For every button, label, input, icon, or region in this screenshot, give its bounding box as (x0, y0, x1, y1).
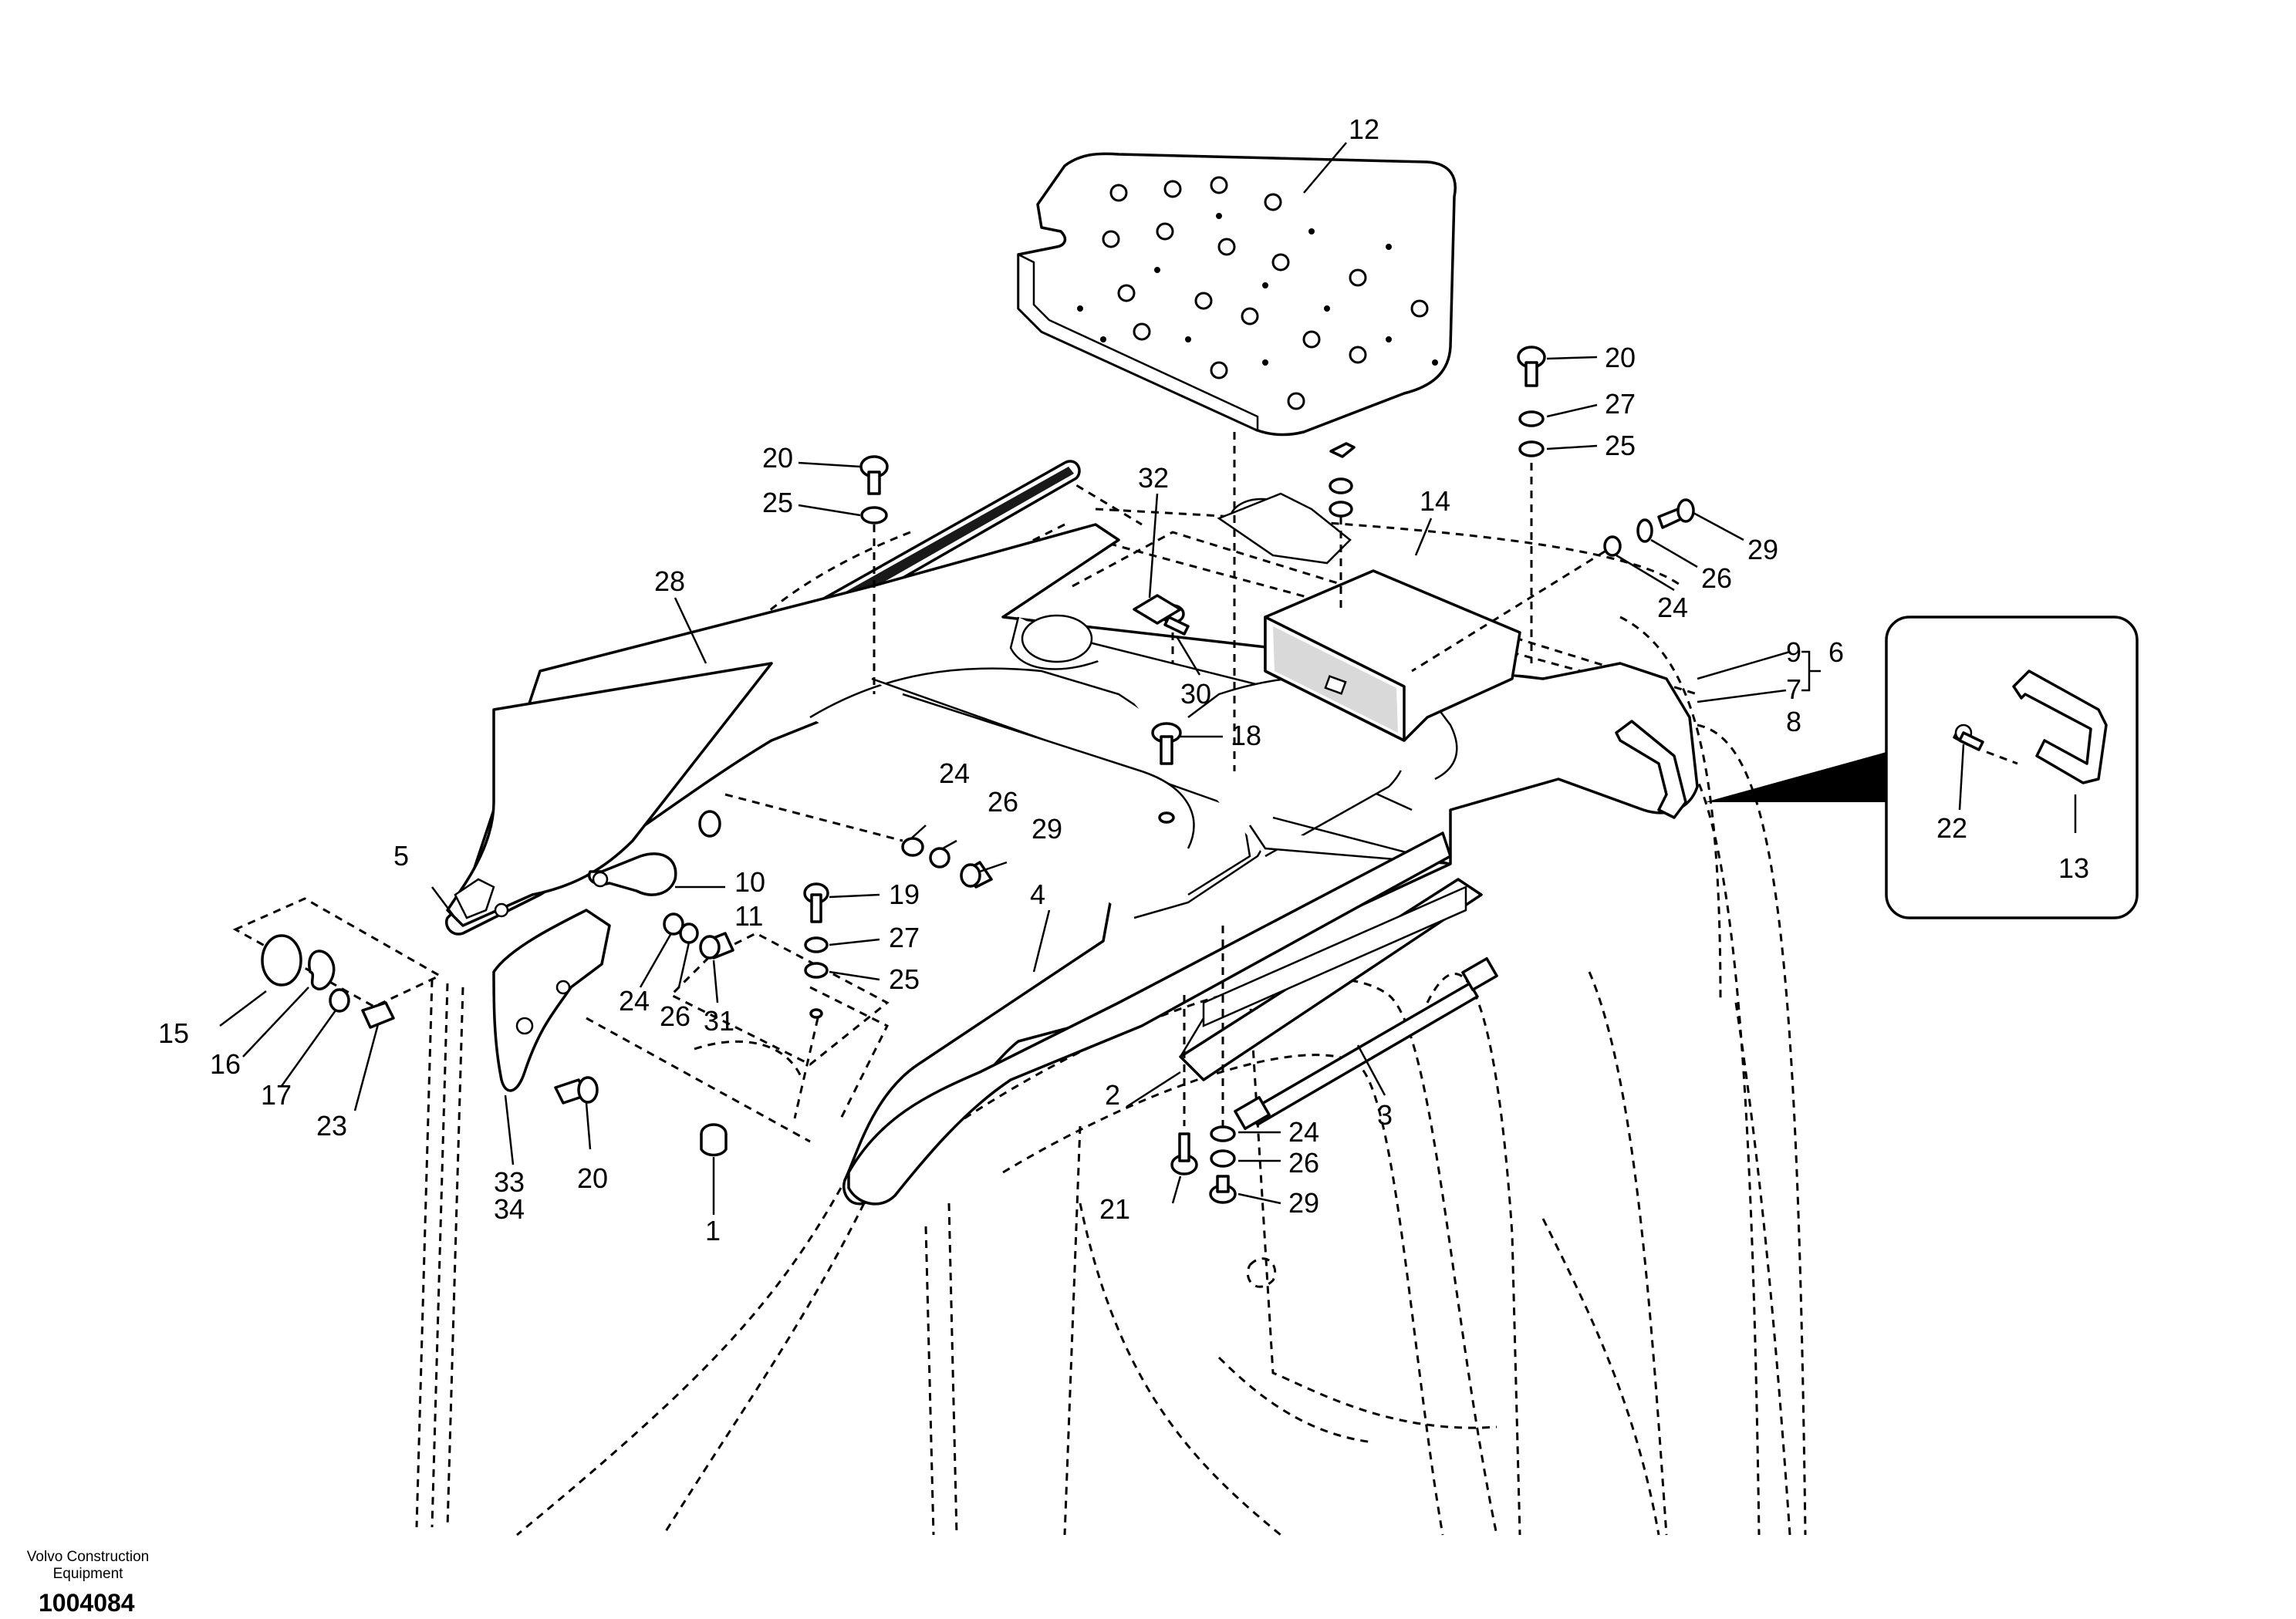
part-9-hinge (1615, 720, 1687, 819)
callout-31: 31 (704, 1005, 734, 1037)
washer-27-top-right (1518, 410, 1545, 427)
callout-15: 15 (158, 1017, 189, 1049)
knob-near-frame (698, 810, 721, 838)
callout-24: 24 (939, 757, 970, 789)
callout-16: 16 (210, 1048, 241, 1080)
bolt-22-detail (1958, 731, 1984, 751)
callout-34: 34 (494, 1193, 525, 1225)
bolt-20-top-right (1517, 346, 1546, 387)
part-4-frame (445, 492, 1699, 1206)
bolt-20-latch (554, 1076, 599, 1105)
bolt-29-lower (1209, 1175, 1237, 1204)
bolt-under-plate (1329, 442, 1356, 458)
callout-33: 33 (494, 1166, 525, 1198)
bolt-29-mid (960, 861, 993, 889)
brand-caption: Volvo Construction Equipment (11, 1549, 165, 1583)
callout-6: 6 (1828, 636, 1844, 668)
washer-25-top-left (860, 506, 888, 524)
callout-11: 11 (734, 900, 763, 932)
callout-10: 10 (734, 866, 765, 898)
callout-5: 5 (393, 840, 409, 872)
callout-25: 25 (762, 487, 793, 518)
callout-9: 9 (1786, 636, 1801, 668)
callout-26: 26 (988, 786, 1018, 818)
bolt-31 (699, 932, 734, 960)
hardware-fasteners (554, 346, 1984, 1204)
washer-26-mid (929, 847, 950, 869)
callout-19: 19 (889, 879, 920, 910)
part-14-filter-box (1264, 569, 1521, 742)
callout-23: 23 (316, 1110, 347, 1142)
callout-29: 29 (1288, 1187, 1319, 1219)
assembly-axes (724, 432, 2018, 1126)
bolt-19 (803, 882, 829, 923)
washer-24-lower (1210, 1125, 1236, 1142)
washer-26-lower (1210, 1149, 1236, 1168)
washer-24-left (663, 912, 684, 936)
part-13-detail-inset (1705, 616, 2139, 919)
callout-24: 24 (619, 985, 650, 1017)
callout-22: 22 (1936, 812, 1967, 844)
part-5-side-bracket (446, 662, 773, 927)
brand-line-1: Volvo Construction (26, 1549, 150, 1565)
callout-25: 25 (1605, 430, 1636, 461)
callout-26: 26 (1701, 562, 1732, 594)
washer-24-mid (901, 837, 924, 857)
callout-25: 25 (889, 963, 920, 995)
washer-26-top (1636, 518, 1653, 543)
part-15-knob (261, 934, 395, 1029)
part-12-top-plate (1017, 152, 1457, 437)
callout-17: 17 (261, 1079, 292, 1111)
callout-20: 20 (762, 442, 793, 474)
washer-26-left (679, 922, 699, 944)
bolt-29-top (1657, 498, 1695, 529)
washer-25-mid (804, 962, 829, 979)
callout-26: 26 (660, 1000, 690, 1032)
part-33-latch (492, 909, 611, 1092)
callout-3: 3 (1377, 1099, 1393, 1131)
callout-13: 13 (2058, 852, 2089, 884)
callout-12: 12 (1349, 113, 1379, 145)
callout-1: 1 (705, 1215, 721, 1246)
callout-8: 8 (1786, 706, 1801, 737)
part-2-rail (1179, 878, 1483, 1081)
callout-20: 20 (577, 1162, 608, 1194)
bolt-18 (1151, 722, 1182, 765)
callout-27: 27 (889, 922, 920, 953)
brand-line-2: Equipment (52, 1566, 123, 1582)
callout-18: 18 (1231, 720, 1261, 751)
part-10-clamp (588, 852, 677, 896)
callout-7: 7 (1786, 673, 1801, 705)
part-4-lower-arm (847, 831, 1452, 1206)
callout-20: 20 (1605, 342, 1636, 373)
bolt-20-top-left (859, 455, 889, 495)
grouping-lines (232, 531, 1698, 1066)
callout-26: 26 (1288, 1147, 1319, 1179)
callout-2: 2 (1105, 1079, 1120, 1111)
washer-27-mid (804, 936, 829, 953)
part-1-plug (700, 1123, 728, 1157)
callout-4: 4 (1030, 879, 1045, 910)
callout-29: 29 (1747, 534, 1778, 565)
cab-outline-hidden (415, 477, 1807, 1536)
callout-27: 27 (1605, 388, 1636, 420)
callout-24: 24 (1288, 1116, 1319, 1148)
callout-labels: 12 20 27 25 20 25 32 14 29 26 24 28 30 1… (158, 113, 2089, 1246)
callout-24: 24 (1657, 592, 1688, 623)
washer-32 (1133, 594, 1182, 625)
callout-29: 29 (1032, 813, 1062, 845)
callout-30: 30 (1180, 678, 1211, 710)
callout-28: 28 (654, 565, 685, 597)
document-number: 1004084 (39, 1589, 135, 1617)
leader-lines (219, 142, 2077, 1215)
callout-14: 14 (1420, 485, 1450, 517)
bolt-21 (1170, 1132, 1198, 1175)
washer-25-top-right (1518, 440, 1545, 457)
callout-32: 32 (1138, 462, 1169, 494)
callout-21: 21 (1099, 1193, 1130, 1225)
washer-24-top (1603, 535, 1622, 557)
